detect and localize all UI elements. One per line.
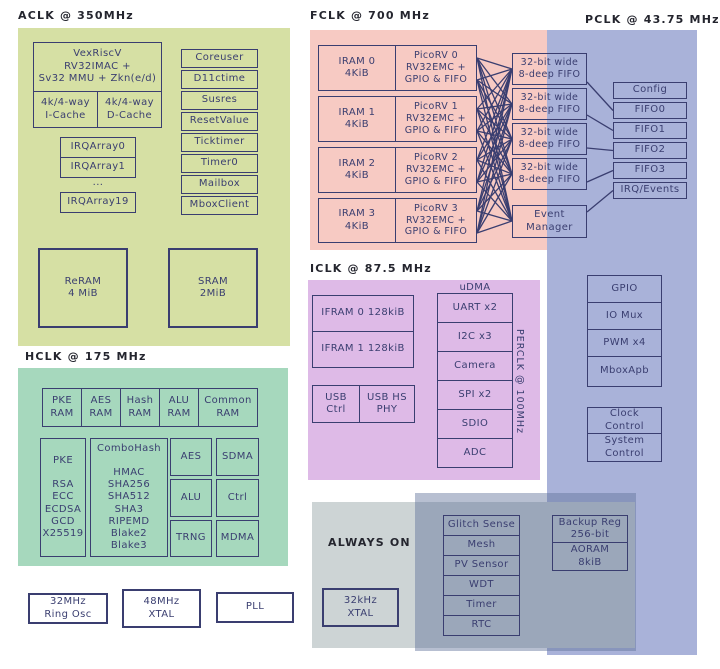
spi-block: SPI x2	[437, 380, 513, 410]
pll-block: PLL	[216, 592, 294, 623]
io-mux-block: IO Mux	[587, 302, 662, 330]
timer0-block: Timer0	[181, 154, 258, 173]
mailbox-block: Mailbox	[181, 175, 258, 194]
xtal-48mhz-block: 48MHz XTAL	[122, 589, 201, 628]
ring-osc-block: 32MHz Ring Osc	[28, 593, 108, 624]
aclk-region	[18, 28, 290, 346]
pclk-title: PCLK @ 43.75 MHz	[585, 13, 720, 26]
aclk-title: ACLK @ 350MHz	[18, 9, 134, 22]
picorv2-block: PicoRV 2 RV32EMC + GPIO & FIFO	[395, 147, 477, 193]
sdio-block: SDIO	[437, 409, 513, 439]
system-control-block: System Control	[587, 433, 662, 462]
uart-block: UART x2	[437, 293, 513, 323]
sram-block: SRAM 2MiB	[168, 248, 258, 328]
rtc-block: RTC	[443, 615, 520, 636]
reram-block: ReRAM 4 MiB	[38, 248, 128, 328]
fclk-title: FCLK @ 700 MHz	[310, 9, 430, 22]
iram1-block: IRAM 1 4KiB	[318, 96, 396, 142]
fifo2-block: FIFO2	[613, 142, 687, 159]
pke-engine-block: PKE RSA ECC ECDSA GCD X25519	[40, 438, 86, 557]
coreuser-block: Coreuser	[181, 49, 258, 68]
picorv0-block: PicoRV 0 RV32EMC + GPIO & FIFO	[395, 45, 477, 91]
adc-block: ADC	[437, 438, 513, 468]
aes-engine-block: AES	[170, 438, 212, 476]
vexriscv-cpu-block: VexRiscV RV32IMAC + Sv32 MMU + Zkn(e/d)	[33, 42, 162, 92]
ifram1-block: IFRAM 1 128kiB	[312, 331, 414, 368]
mesh-block: Mesh	[443, 535, 520, 556]
alu-ram-block: ALU RAM	[159, 388, 199, 427]
fifo1-block: FIFO1	[613, 122, 687, 139]
perclk-label: PERCLK @ 100MHz	[514, 329, 525, 435]
picorv1-block: PicoRV 1 RV32EMC + GPIO & FIFO	[395, 96, 477, 142]
fifo-bank1-block: 32-bit wide 8-deep FIFO	[512, 88, 587, 120]
fifo-bank2-block: 32-bit wide 8-deep FIFO	[512, 123, 587, 155]
gpio-block: GPIO	[587, 275, 662, 303]
iram2-block: IRAM 2 4KiB	[318, 147, 396, 193]
fifo-register-links	[586, 81, 614, 213]
mboxclient-block: MboxClient	[181, 196, 258, 215]
pv-sensor-block: PV Sensor	[443, 555, 520, 576]
fifo-bank0-block: 32-bit wide 8-deep FIFO	[512, 53, 587, 85]
ifram0-block: IFRAM 0 128kiB	[312, 295, 414, 332]
i2c-block: I2C x3	[437, 322, 513, 352]
iram0-block: IRAM 0 4KiB	[318, 45, 396, 91]
alu-engine-block: ALU	[170, 479, 212, 517]
d11ctime-block: D11ctime	[181, 70, 258, 89]
irq-events-block: IRQ/Events	[613, 182, 687, 199]
combohash-engine-block: ComboHash HMAC SHA256 SHA512 SHA3 RIPEMD…	[90, 438, 168, 557]
resetvalue-block: ResetValue	[181, 112, 258, 131]
fifo-bank3-block: 32-bit wide 8-deep FIFO	[512, 158, 587, 190]
wdt-block: WDT	[443, 575, 520, 596]
pwm-block: PWM x4	[587, 329, 662, 357]
hclk-title: HCLK @ 175 MHz	[25, 350, 147, 363]
always-on-label: ALWAYS ON	[328, 536, 411, 549]
picorv-fifo-crossbar	[476, 57, 513, 234]
common-ram-block: Common RAM	[198, 388, 258, 427]
irqarray19-block: IRQArray19	[60, 192, 136, 213]
icache-block: 4k/4-way I-Cache	[33, 91, 98, 128]
config-block: Config	[613, 82, 687, 99]
hash-ram-block: Hash RAM	[120, 388, 160, 427]
glitch-sense-block: Glitch Sense	[443, 515, 520, 536]
aes-ram-block: AES RAM	[81, 388, 121, 427]
fifo0-block: FIFO0	[613, 102, 687, 119]
irqarray0-block: IRQArray0	[60, 137, 136, 158]
mboxapb-block: MboxApb	[587, 356, 662, 387]
backup-reg-block: Backup Reg 256-bit	[552, 515, 628, 543]
usb-hs-phy-block: USB HS PHY	[359, 385, 415, 423]
sdma-block: SDMA	[216, 438, 259, 476]
mdma-block: MDMA	[216, 520, 259, 557]
fifo3-block: FIFO3	[613, 162, 687, 179]
clock-control-block: Clock Control	[587, 407, 662, 434]
secure-always-on-overlay	[415, 493, 636, 651]
xtal-32khz-block: 32kHz XTAL	[322, 588, 399, 627]
udma-label: uDMA	[459, 281, 491, 293]
trng-block: TRNG	[170, 520, 212, 557]
picorv3-block: PicoRV 3 RV32EMC + GPIO & FIFO	[395, 198, 477, 243]
event-manager-block: Event Manager	[512, 205, 587, 238]
pke-ram-block: PKE RAM	[42, 388, 82, 427]
hclk-region	[18, 368, 288, 566]
susres-block: Susres	[181, 91, 258, 110]
aoram-block: AORAM 8kiB	[552, 542, 628, 571]
timer-block: Timer	[443, 595, 520, 616]
ticktimer-block: Ticktimer	[181, 133, 258, 152]
dcache-block: 4k/4-way D-Cache	[97, 91, 162, 128]
ctrl-block: Ctrl	[216, 479, 259, 517]
irqarray1-block: IRQArray1	[60, 157, 136, 178]
irqarray-ellipsis: ...	[92, 176, 104, 188]
usb-ctrl-block: USB Ctrl	[312, 385, 360, 423]
camera-block: Camera	[437, 351, 513, 381]
iram3-block: IRAM 3 4KiB	[318, 198, 396, 243]
iclk-title: ICLK @ 87.5 MHz	[310, 262, 432, 275]
